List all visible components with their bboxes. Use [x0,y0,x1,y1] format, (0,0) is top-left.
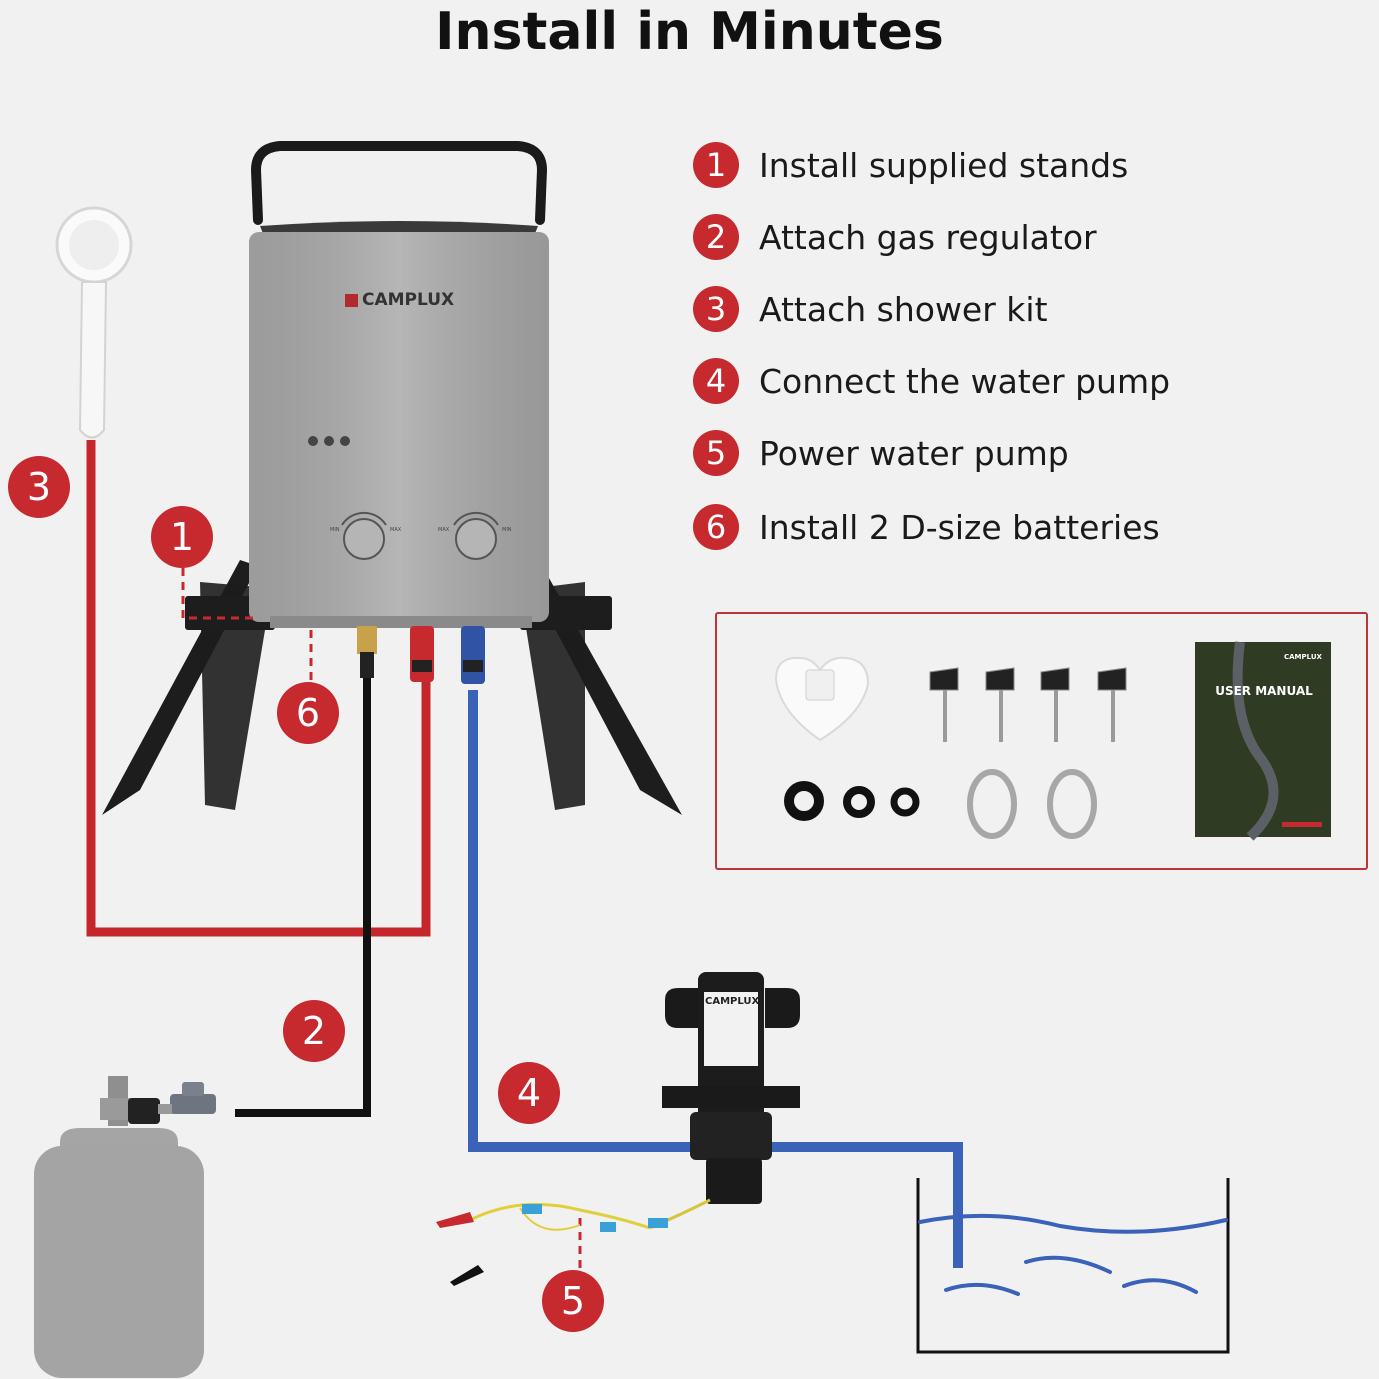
step-number-badge: 3 [693,286,739,332]
right-knob-min-label: MIN [502,527,512,533]
step-text: Install supplied stands [759,145,1129,185]
heater-brand-label: CAMPLUX [362,290,455,310]
step-item-4: 4 Connect the water pump [693,356,1170,406]
left-knob-max-label: MAX [390,527,402,533]
pump-power-cable-icon [469,1198,711,1231]
stand-screws-icon [929,667,1127,742]
included-accessories-box [715,612,1368,870]
indicator-lights-icon [308,436,350,446]
shower-head-icon [55,206,133,439]
step-item-6: 6 Install 2 D-size batteries [693,502,1160,552]
callout-shower-kit: 3 [8,456,70,518]
left-knob-min-label: MIN [330,527,340,533]
gas-knob-icon [453,511,499,560]
callout-stands: 1 [151,506,213,568]
water-pump-icon [662,972,800,1204]
water-heater-body [249,221,549,628]
temperature-knob-icon [341,511,387,560]
pump-brand-label: CAMPLUX [705,996,760,1007]
hot-water-hose [86,440,431,937]
step-text: Attach gas regulator [759,217,1097,257]
step-item-1: 1 Install supplied stands [693,140,1128,190]
propane-tank-icon [34,1076,204,1378]
step-text: Attach shower kit [759,289,1048,329]
step-text: Connect the water pump [759,361,1171,401]
callout-water-pump: 4 [498,1062,560,1124]
step-item-5: 5 Power water pump [693,428,1069,478]
gas-regulator-icon [128,1082,216,1124]
step-text: Install 2 D-size batteries [759,507,1160,547]
step-number-badge: 4 [693,358,739,404]
callout-leader-1 [181,568,258,620]
shower-holder-icon [774,656,870,742]
callout-batteries: 6 [277,682,339,744]
cold-water-hose [468,690,963,1268]
callout-pump-power: 5 [542,1270,604,1332]
camplux-logo-icon [345,294,358,307]
user-manual-icon [1195,641,1331,841]
callout-gas-regulator: 2 [283,1000,345,1062]
gas-inlet-fitting-icon [357,626,377,678]
cold-inlet-fitting-icon [461,626,485,684]
hose-clamps-icon [967,769,1097,839]
heater-handle [250,141,548,225]
gas-hose [235,648,371,1117]
manual-brand: CAMPLUX [1284,653,1322,661]
step-item-2: 2 Attach gas regulator [693,212,1097,262]
manual-title: USER MANUAL [1215,684,1313,698]
rubber-washers-icon [784,781,920,821]
step-number-badge: 1 [693,142,739,188]
water-container-icon [916,1178,1230,1354]
page-title: Install in Minutes [435,2,944,62]
water-waves-icon [918,1213,1228,1296]
step-text: Power water pump [759,433,1069,473]
step-number-badge: 5 [693,430,739,476]
step-number-badge: 2 [693,214,739,260]
battery-clip-icons [436,1204,668,1286]
step-number-badge: 6 [693,504,739,550]
right-knob-max-label: MAX [438,527,450,533]
step-item-3: 3 Attach shower kit [693,284,1048,334]
hot-outlet-fitting-icon [410,626,434,682]
